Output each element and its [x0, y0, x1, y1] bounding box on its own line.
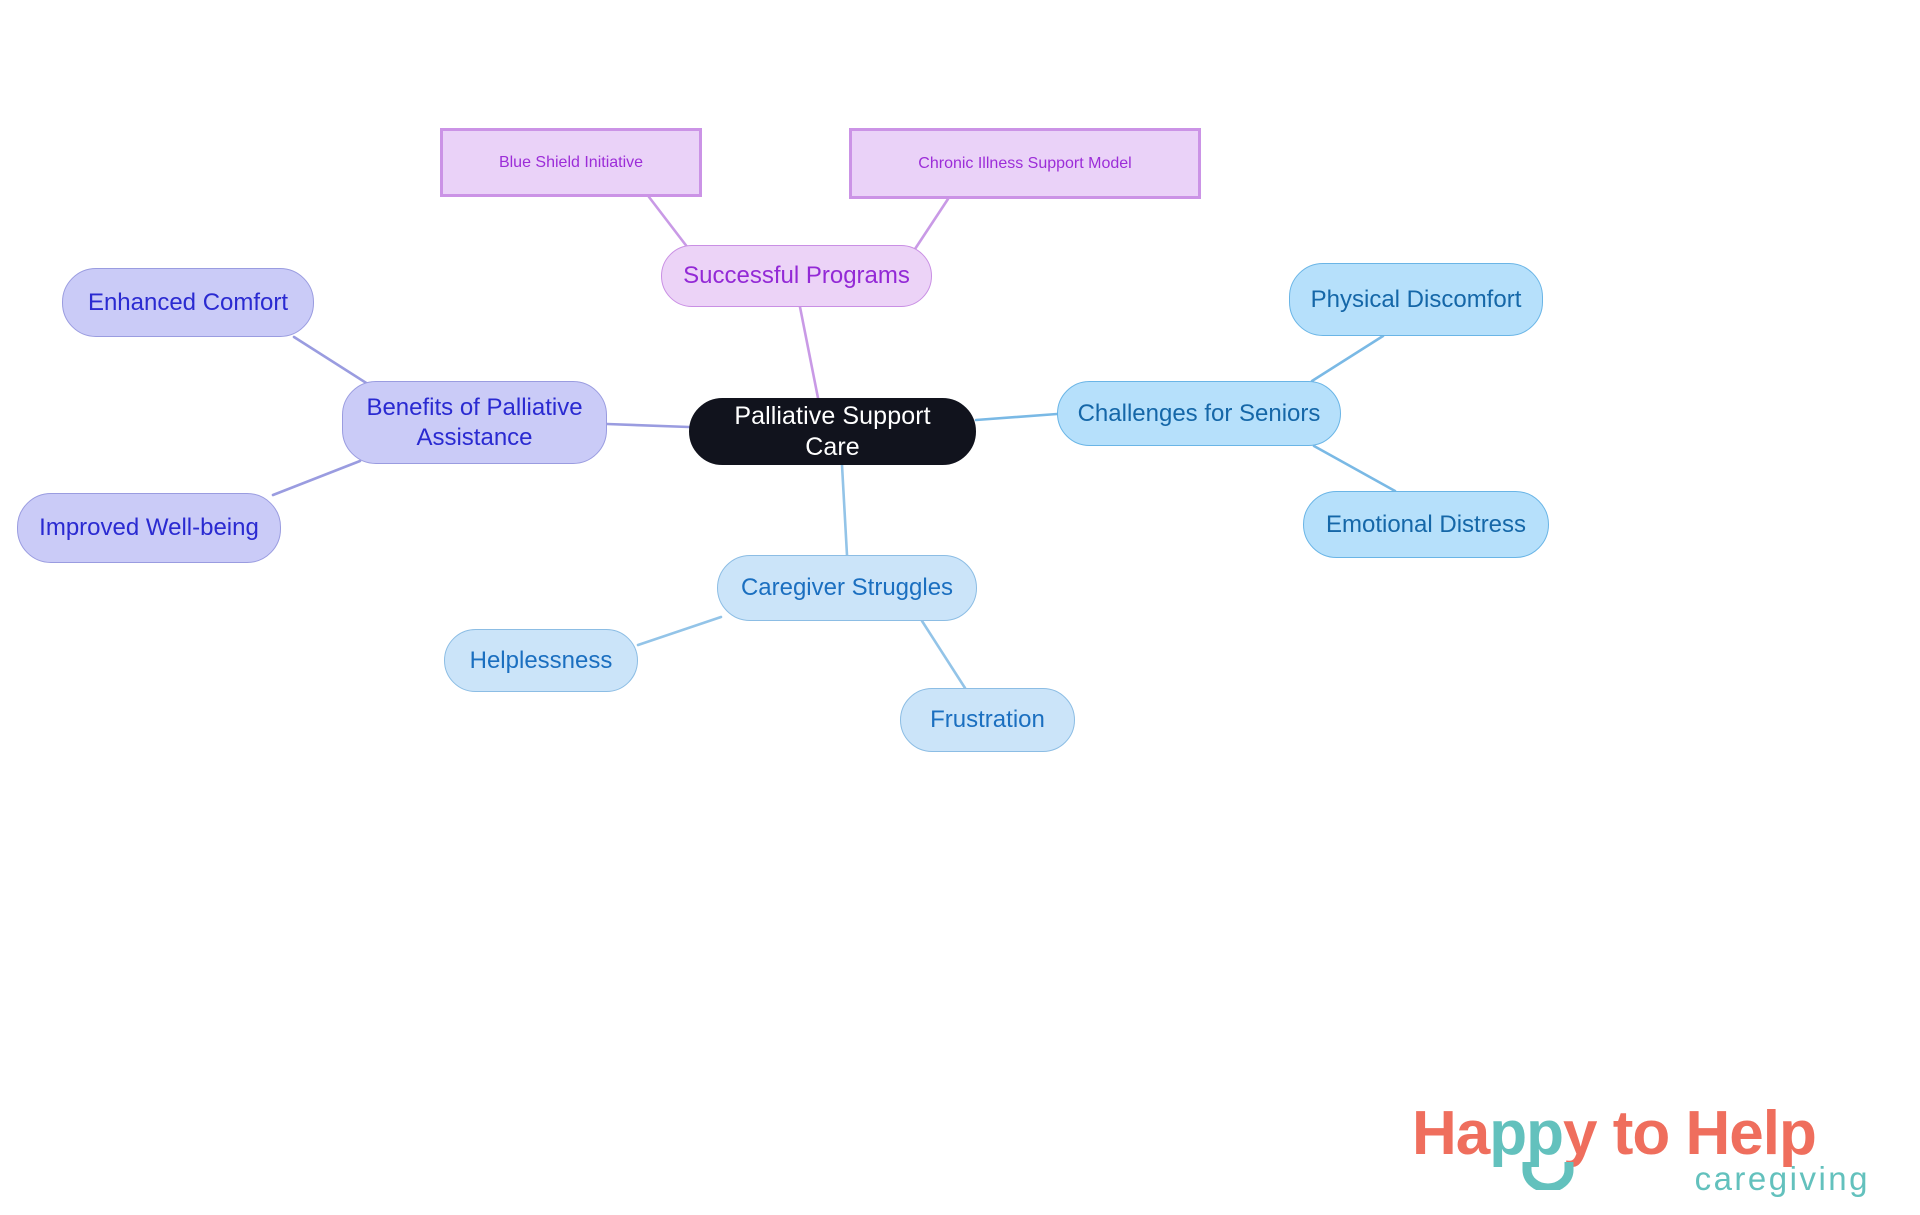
node-label: Blue Shield Initiative: [498, 153, 644, 171]
node-label: Benefits of Palliative Assistance: [366, 393, 583, 451]
edge-root-benefits: [605, 422, 691, 429]
leaf-node-enhanced-comfort[interactable]: Enhanced Comfort: [62, 268, 314, 337]
edge-root-caregiver: [840, 463, 849, 557]
branch-node-successful-programs[interactable]: Successful Programs: [661, 245, 932, 307]
edge-caregiver-helplessness: [636, 615, 723, 647]
leaf-node-physical-discomfort[interactable]: Physical Discomfort: [1289, 263, 1543, 336]
node-label: Caregiver Struggles: [740, 574, 954, 602]
edge-challenges-emotional: [1312, 444, 1397, 493]
branch-node-challenges-for-seniors[interactable]: Challenges for Seniors: [1057, 381, 1341, 446]
logo-wordmark: Happy to Help: [1412, 1098, 1817, 1169]
leaf-node-blue-shield-initiative[interactable]: Blue Shield Initiative: [440, 128, 702, 197]
leaf-node-emotional-distress[interactable]: Emotional Distress: [1303, 491, 1549, 558]
edge-caregiver-frustration: [920, 619, 967, 690]
node-label: Challenges for Seniors: [1077, 399, 1321, 427]
edge-benefits-improved-wellbeing: [271, 459, 362, 497]
node-label: Frustration: [930, 706, 1045, 734]
node-label: Helplessness: [469, 646, 613, 674]
node-label: Palliative Support Care: [734, 401, 931, 461]
branch-node-caregiver-struggles[interactable]: Caregiver Struggles: [717, 555, 977, 621]
edge-root-challenges: [974, 412, 1059, 422]
logo-smile-icon: [1522, 1162, 1574, 1190]
branch-node-benefits-of-palliative-assistance[interactable]: Benefits of Palliative Assistance: [342, 381, 607, 464]
node-label: Enhanced Comfort: [87, 288, 289, 316]
node-label: Chronic Illness Support Model: [918, 154, 1132, 172]
logo-text-ha: Ha: [1412, 1099, 1490, 1168]
root-node-root[interactable]: Palliative Support Care: [689, 398, 976, 465]
happy-to-help-caregiving-logo: Happy to Help caregiving: [1412, 1098, 1872, 1202]
edge-root-successful-programs: [798, 305, 820, 400]
logo-text-y-to-help: y to Help: [1563, 1099, 1817, 1168]
edge-successful-chronic-illness: [913, 197, 950, 251]
edge-successful-blue-shield: [647, 195, 690, 250]
node-label: Successful Programs: [683, 262, 910, 290]
leaf-node-frustration[interactable]: Frustration: [900, 688, 1075, 752]
edge-challenges-physical: [1310, 334, 1385, 383]
node-label: Physical Discomfort: [1310, 285, 1522, 313]
edge-benefits-enhanced-comfort: [292, 335, 373, 388]
node-label: Emotional Distress: [1325, 510, 1527, 538]
leaf-node-improved-well-being[interactable]: Improved Well-being: [17, 493, 281, 563]
logo-tagline: caregiving: [1694, 1160, 1870, 1197]
node-label: Improved Well-being: [39, 514, 259, 542]
logo-text-pp: pp: [1489, 1099, 1564, 1168]
leaf-node-helplessness[interactable]: Helplessness: [444, 629, 638, 692]
leaf-node-chronic-illness-support-model[interactable]: Chronic Illness Support Model: [849, 128, 1201, 199]
